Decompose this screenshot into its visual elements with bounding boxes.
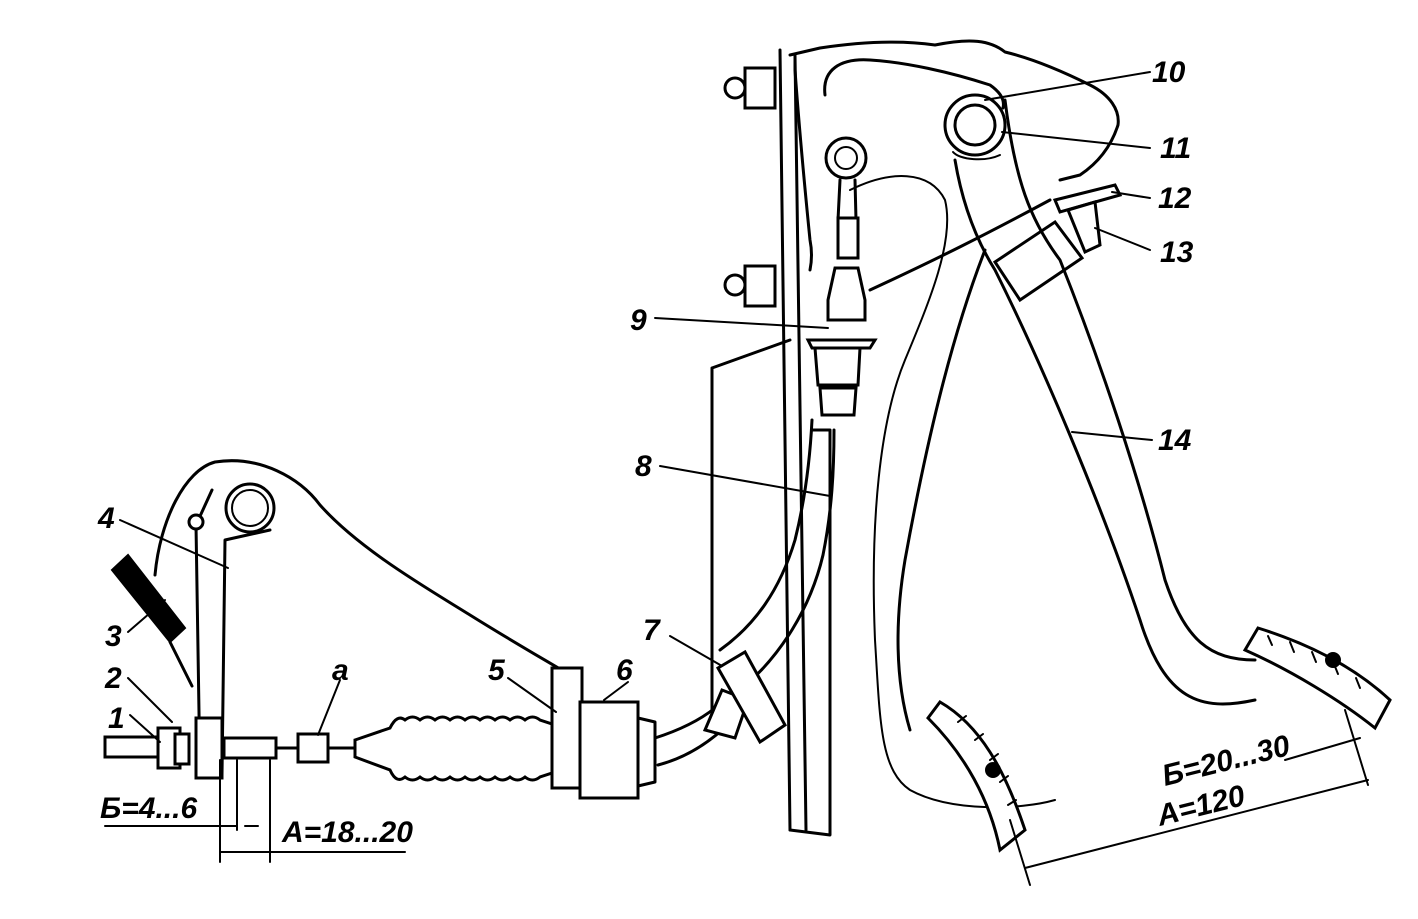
dim-b-left: Б=4...6 — [100, 792, 197, 825]
callout-a: a — [332, 654, 349, 687]
callout-12: 12 — [1158, 182, 1192, 215]
fork-housing-outline — [153, 459, 567, 674]
callout-8: 8 — [635, 450, 652, 483]
callout-6: 6 — [616, 654, 633, 687]
callout-leaders — [119, 71, 1153, 743]
pedal-arm — [868, 98, 1257, 732]
adjusting-rod-and-nuts — [103, 726, 357, 770]
right-dimension-lines — [1009, 709, 1369, 886]
rubber-boot — [353, 715, 557, 782]
dash-grommet — [702, 649, 787, 745]
firewall-panel — [710, 48, 832, 837]
left-dimension-lines — [104, 759, 406, 863]
pedal-pads — [926, 626, 1392, 853]
release-fork-lever — [187, 482, 276, 780]
cable-upper-fitting — [805, 136, 878, 417]
pedal-bracket-outline — [788, 39, 1120, 272]
callout-10: 10 — [1152, 56, 1186, 89]
callout-9: 9 — [630, 304, 647, 337]
callout-11: 11 — [1160, 132, 1191, 165]
callout-14: 14 — [1158, 424, 1192, 457]
callout-labels: 1 2 3 4 5 6 7 8 9 10 11 12 13 14 a — [97, 56, 1194, 735]
callout-1: 1 — [108, 702, 125, 735]
callout-7: 7 — [643, 614, 661, 647]
return-spring-loop — [849, 175, 1056, 809]
callout-13: 13 — [1160, 236, 1194, 269]
callout-5: 5 — [488, 654, 506, 687]
callout-4: 4 — [97, 502, 115, 535]
callout-2: 2 — [104, 662, 122, 695]
return-spring — [110, 553, 194, 688]
dim-a-left: А=18...20 — [281, 816, 413, 849]
bracket-and-cable-end — [550, 666, 657, 800]
mount-bolts — [723, 66, 777, 308]
pedal-shaft — [943, 93, 1007, 161]
callout-3: 3 — [105, 620, 122, 653]
pedal-stop-switch — [992, 183, 1123, 303]
